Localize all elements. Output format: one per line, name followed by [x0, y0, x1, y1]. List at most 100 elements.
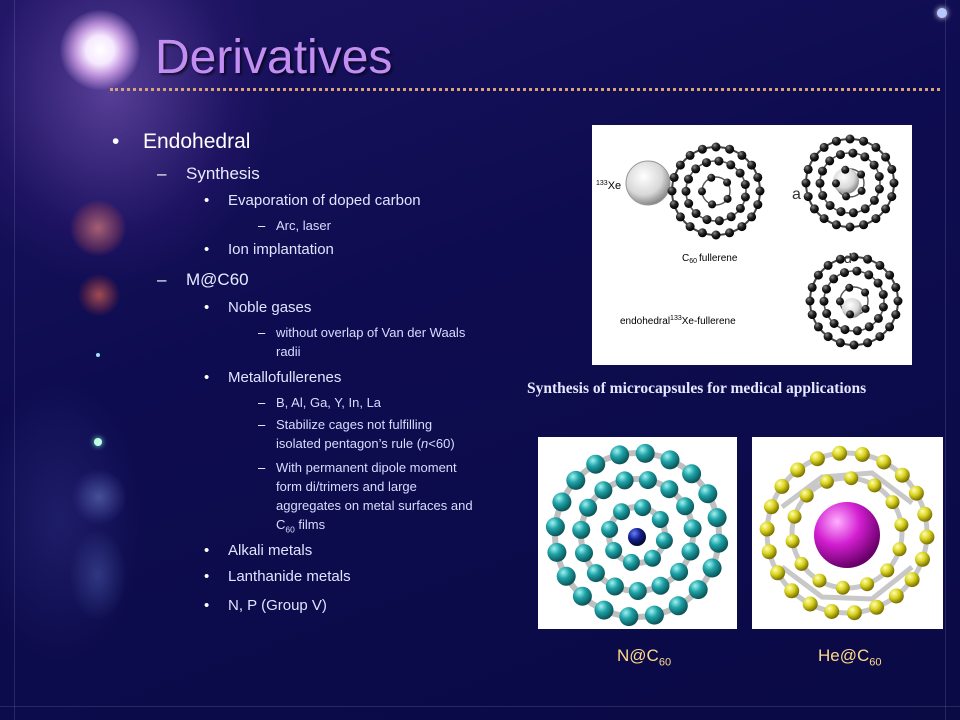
carbon-atom — [845, 222, 855, 232]
carbon-atom — [813, 270, 823, 280]
carbon-atom — [803, 192, 813, 202]
carbon-atom — [871, 214, 881, 224]
bullet-evaporation: Evaporation of doped carbon — [228, 192, 421, 209]
title-divider — [110, 88, 940, 91]
carbon-atom — [819, 296, 829, 306]
frame-line-bottom — [0, 706, 960, 707]
carbon-atom — [764, 499, 779, 515]
n-c60-subscript: 60 — [658, 656, 672, 669]
carbon-atom — [774, 478, 790, 494]
carbon-atom — [885, 495, 900, 510]
carbon-atom — [852, 326, 862, 336]
carbon-atom — [670, 562, 689, 581]
carbon-atom — [819, 142, 829, 152]
stabilize-text-b: <60) — [428, 436, 455, 451]
frame-line-right — [945, 0, 946, 720]
carbon-atom — [825, 201, 835, 210]
carbon-atom — [852, 266, 862, 276]
decorative-sparkle — [96, 353, 100, 357]
carbon-atom — [615, 471, 634, 490]
carbon-atom — [869, 599, 885, 615]
carbon-atom — [634, 499, 652, 517]
carbon-atom — [863, 254, 873, 264]
dipole-films: films — [294, 517, 326, 532]
carbon-atom — [836, 207, 846, 217]
carbon-atom — [813, 322, 823, 332]
carbon-atom — [675, 160, 685, 170]
carbon-atom — [605, 577, 624, 596]
dash-marker: – — [258, 218, 266, 233]
carbon-atom — [697, 228, 707, 238]
carbon-atom — [832, 179, 840, 188]
bullet-marker: • — [112, 130, 120, 153]
carbon-atom — [667, 186, 677, 196]
carbon-atom — [707, 173, 716, 182]
carbon-atom — [874, 184, 884, 194]
carbon-atom — [698, 187, 706, 196]
carbon-atom — [887, 164, 897, 174]
carbon-atom — [881, 152, 891, 162]
carbon-atom — [841, 165, 850, 174]
carbon-atom — [878, 302, 888, 312]
carbon-atom — [860, 577, 875, 592]
carbon-atom — [790, 462, 806, 478]
dash-marker: – — [258, 417, 266, 432]
n-c60-label: N@C60 — [617, 646, 671, 668]
endohedral-mass-number: 133 — [670, 315, 682, 322]
carbon-atom — [698, 484, 718, 504]
carbon-atom — [787, 509, 802, 524]
carbon-atom — [799, 488, 814, 503]
he-c60-subscript: 60 — [869, 656, 882, 669]
carbon-atom — [885, 270, 895, 280]
n-c60-text: N@C — [617, 646, 659, 665]
carbon-atom — [702, 558, 722, 578]
carbon-atom — [835, 254, 845, 264]
carbon-atom — [875, 332, 885, 342]
he-c60-molecule — [759, 445, 935, 621]
carbon-atom — [819, 474, 834, 489]
carbon-atom — [859, 220, 869, 230]
carbon-atom — [904, 572, 920, 588]
carbon-atom — [854, 447, 870, 462]
carbon-atom — [869, 195, 879, 205]
corner-dot — [937, 8, 947, 18]
c60-subscript: 60 — [689, 258, 697, 265]
carbon-atom — [725, 228, 735, 238]
carbon-atom — [685, 150, 695, 160]
endohedral-label-b: Xe-fullerene — [682, 316, 736, 327]
carbon-atom — [864, 322, 874, 332]
n-c60-molecule — [545, 443, 729, 627]
carbon-atom — [644, 605, 664, 625]
n-c60-image — [538, 437, 737, 629]
carbon-atom — [915, 551, 930, 567]
carbon-atom — [873, 313, 883, 323]
carbon-atom — [552, 492, 572, 512]
carbon-atom — [684, 199, 694, 208]
carbon-atom — [819, 214, 829, 224]
carbon-atom — [601, 520, 619, 538]
stabilize-text-a: isolated pentagon’s rule ( — [276, 436, 422, 451]
carbon-atom — [824, 604, 840, 619]
bullet-overlap-line1: without overlap of Van der Waals — [276, 325, 466, 340]
helium-atom — [814, 502, 880, 568]
carbon-atom — [919, 529, 935, 545]
carbon-atom — [594, 481, 613, 500]
bullet-ion-implantation: Ion implantation — [228, 241, 334, 258]
xe-mass-number: 133 — [596, 180, 608, 187]
carbon-atom — [873, 278, 883, 288]
carbon-atom — [809, 451, 825, 467]
carbon-atom — [871, 142, 881, 152]
carbon-atom — [711, 142, 721, 152]
dash-marker: – — [258, 325, 266, 340]
bullet-mc60: M@C60 — [186, 270, 249, 289]
carbon-atom — [770, 565, 786, 581]
carbon-atom — [849, 340, 859, 350]
dipole-subscript: 60 — [285, 524, 295, 535]
carbon-atom — [842, 192, 851, 201]
bullet-dipole-line4: C60 films — [276, 517, 325, 535]
carbon-atom — [747, 212, 757, 222]
carbon-atom — [681, 542, 700, 561]
carbon-atom — [651, 576, 670, 595]
carbon-atom — [836, 150, 845, 160]
